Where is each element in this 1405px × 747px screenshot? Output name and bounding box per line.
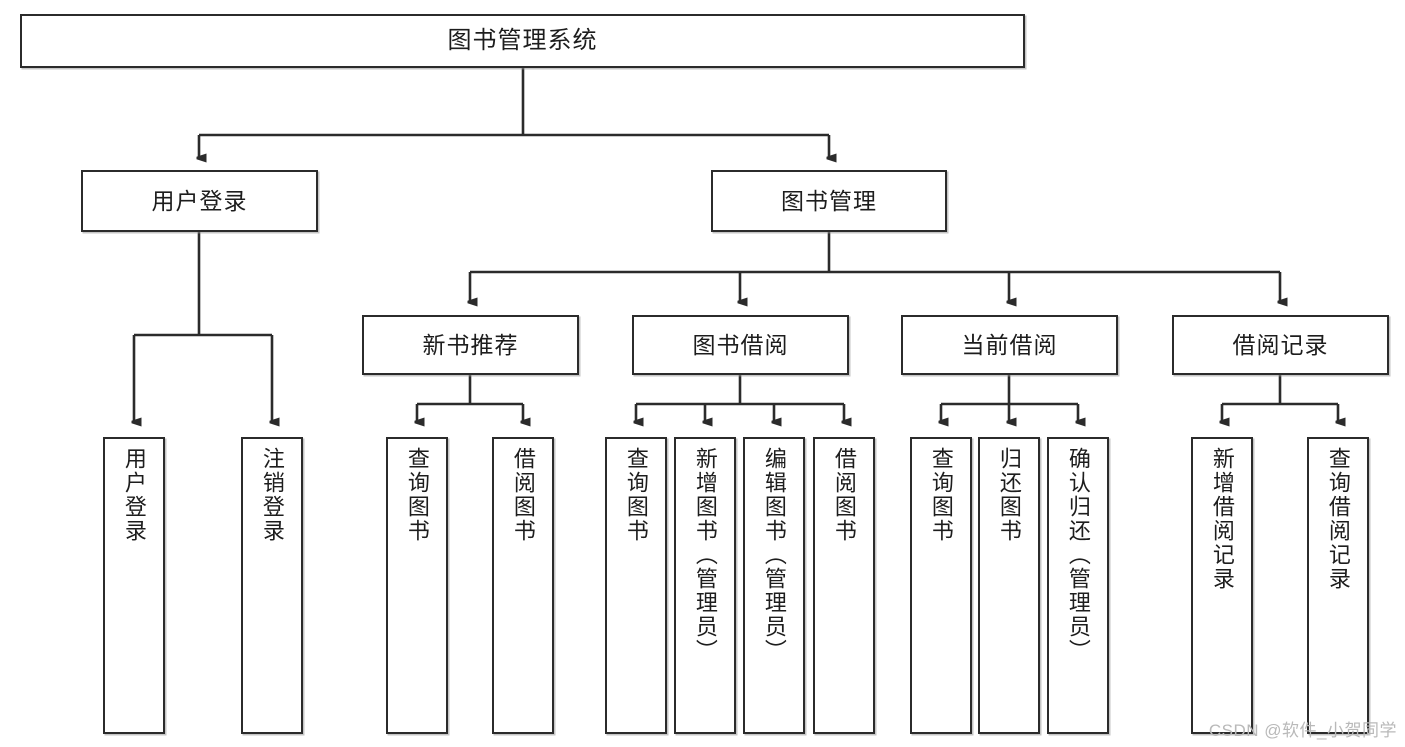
leaf-add-book-admin[interactable]: 新增图书（管理员） (674, 437, 736, 734)
node-label: 借阅图书 (510, 447, 536, 543)
leaf-add-borrow-record[interactable]: 新增借阅记录 (1191, 437, 1253, 734)
leaf-query-book-borrow[interactable]: 查询图书 (605, 437, 667, 734)
node-label: 用户登录 (151, 187, 248, 214)
watermark-text: CSDN @软件_小贺同学 (1208, 721, 1397, 740)
node-label: 查询借阅记录 (1325, 447, 1351, 591)
node-label: 用户登录 (121, 447, 147, 543)
node-label: 借阅图书 (831, 447, 857, 543)
leaf-return-book[interactable]: 归还图书 (978, 437, 1040, 734)
node-label: 注销登录 (259, 447, 285, 543)
node-label: 确认归还（管理员） (1065, 447, 1091, 663)
node-label: 查询图书 (623, 447, 649, 543)
node-borrow-record[interactable]: 借阅记录 (1172, 315, 1389, 375)
leaf-user-login[interactable]: 用户登录 (103, 437, 165, 734)
node-current-borrow[interactable]: 当前借阅 (901, 315, 1118, 375)
node-label: 当前借阅 (961, 331, 1058, 358)
leaf-logout-login[interactable]: 注销登录 (241, 437, 303, 734)
leaf-query-borrow-record[interactable]: 查询借阅记录 (1307, 437, 1369, 734)
node-label: 新书推荐 (422, 331, 519, 358)
node-label: 查询图书 (404, 447, 430, 543)
node-label: 查询图书 (928, 447, 954, 543)
node-label: 图书借阅 (692, 331, 789, 358)
leaf-query-book-recommend[interactable]: 查询图书 (386, 437, 448, 734)
leaf-query-book-current[interactable]: 查询图书 (910, 437, 972, 734)
node-new-book-recommend[interactable]: 新书推荐 (362, 315, 579, 375)
node-label: 归还图书 (996, 447, 1022, 543)
leaf-confirm-return-admin[interactable]: 确认归还（管理员） (1047, 437, 1109, 734)
leaf-edit-book-admin[interactable]: 编辑图书（管理员） (743, 437, 805, 734)
node-user-login[interactable]: 用户登录 (81, 170, 318, 232)
node-root-system[interactable]: 图书管理系统 (20, 14, 1025, 68)
node-label: 新增图书（管理员） (692, 447, 718, 663)
node-label: 图书管理系统 (447, 27, 598, 54)
node-label: 新增借阅记录 (1209, 447, 1235, 591)
leaf-borrow-book-recommend[interactable]: 借阅图书 (492, 437, 554, 734)
node-label: 编辑图书（管理员） (761, 447, 787, 663)
node-book-borrow[interactable]: 图书借阅 (632, 315, 849, 375)
node-label: 借阅记录 (1232, 331, 1329, 358)
node-label: 图书管理 (781, 187, 877, 214)
leaf-borrow-book[interactable]: 借阅图书 (813, 437, 875, 734)
node-book-management[interactable]: 图书管理 (711, 170, 947, 232)
